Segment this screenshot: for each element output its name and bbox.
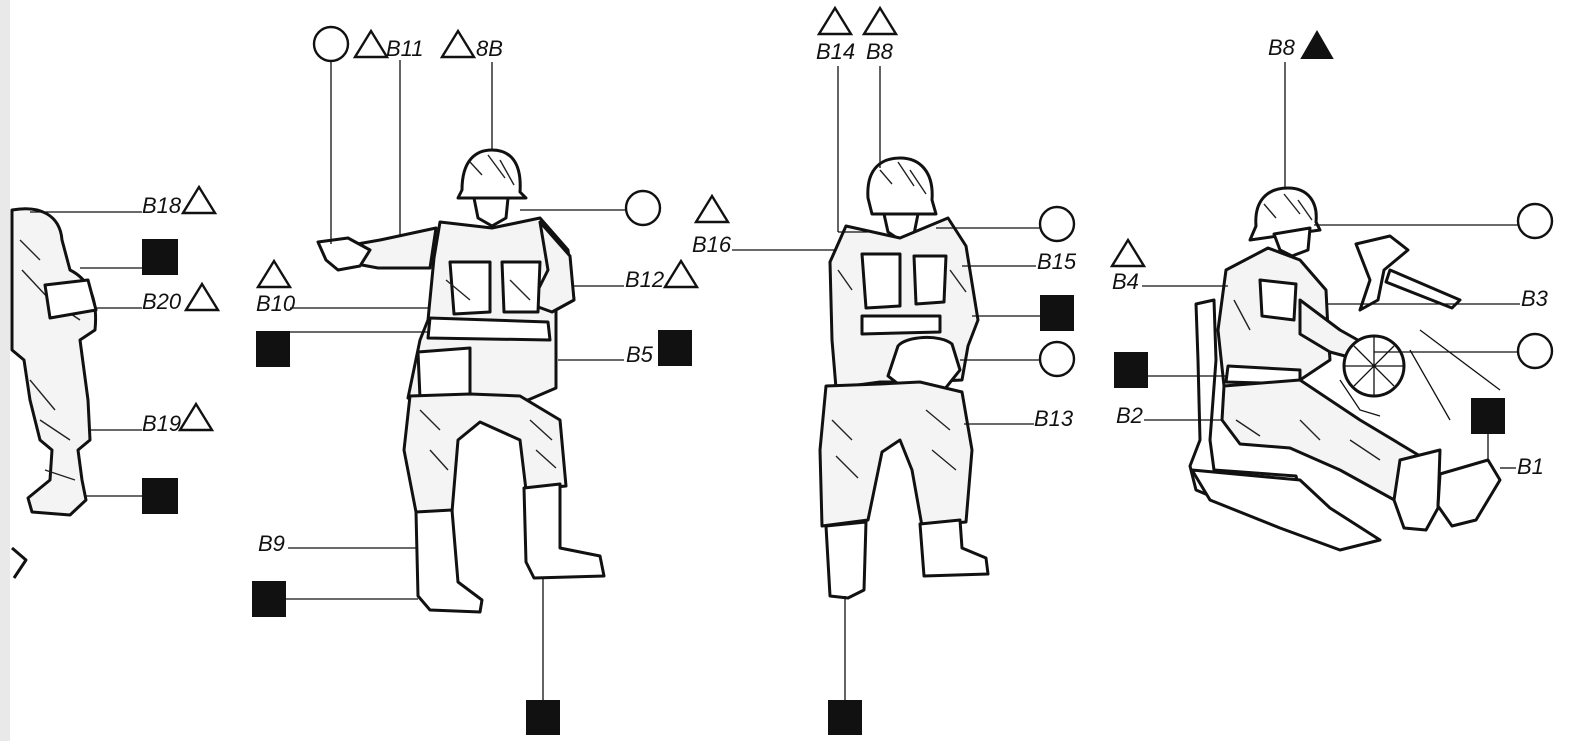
filled-triangle-icon [1300,29,1334,59]
open-circle-icon [624,189,662,227]
label-b8: B8 [866,39,894,64]
open-triangle-icon [816,5,854,36]
filled-square-icon [1040,295,1074,331]
open-triangle-icon [352,28,390,59]
label-b20: B20 [142,289,182,314]
label-b15: B15 [1037,249,1077,274]
open-triangle-icon [177,401,215,432]
label-b9: B9 [258,531,285,556]
helmet-icon [456,148,528,200]
label-b10: B10 [256,291,296,316]
open-triangle-icon [861,5,899,36]
label-b1: B1 [1517,454,1544,479]
filled-square-icon [828,700,862,735]
figure-4-drawing [1188,186,1502,552]
figure-2-drawing [316,148,606,614]
label-b13: B13 [1034,406,1074,431]
filled-square-icon [252,581,286,617]
filled-square-icon [1114,352,1148,388]
helmet-icon [866,156,938,216]
label-b18: B18 [142,193,182,218]
open-triangle-icon [183,281,221,312]
open-circle-icon [312,25,350,63]
open-circle-icon [1038,205,1076,243]
label-b8: B8 [1268,35,1296,60]
open-triangle-icon [439,28,477,59]
figure-3-drawing [818,156,990,600]
figure-4: B8 B4 B2 B3 B1 [1109,29,1554,552]
label-b4: B4 [1112,269,1139,294]
label-b11: B11 [386,36,424,61]
figure-3: B14 B8 B16 B15 B13 [692,5,1077,735]
label-b2: B2 [1116,403,1143,428]
filled-square-icon [658,330,692,366]
filled-square-icon [1471,398,1505,434]
figure-2: B11 8B B10 B9 B12 B5 [252,25,700,735]
label-8b: 8B [476,36,503,61]
filled-square-icon [142,239,178,275]
label-b19: B19 [142,411,181,436]
label-b16: B16 [692,232,732,257]
filled-square-icon [256,331,290,367]
figure-1-drawing [10,207,98,579]
label-b14: B14 [816,39,855,64]
open-circle-icon [1516,332,1554,370]
open-triangle-icon [255,258,293,289]
open-triangle-icon [662,258,700,289]
open-circle-icon [1516,202,1554,240]
open-circle-icon [1038,340,1076,378]
page-edge [0,0,10,741]
open-triangle-icon [693,193,731,224]
open-triangle-icon [1109,237,1147,268]
helmet-icon [1248,186,1322,242]
filled-square-icon [142,478,178,514]
open-triangle-icon [180,184,218,215]
figure-1-partial: B18 B20 B19 [10,184,221,579]
label-b12: B12 [625,267,664,292]
label-b3: B3 [1521,286,1549,311]
filled-square-icon [526,700,560,735]
label-b5: B5 [626,342,654,367]
